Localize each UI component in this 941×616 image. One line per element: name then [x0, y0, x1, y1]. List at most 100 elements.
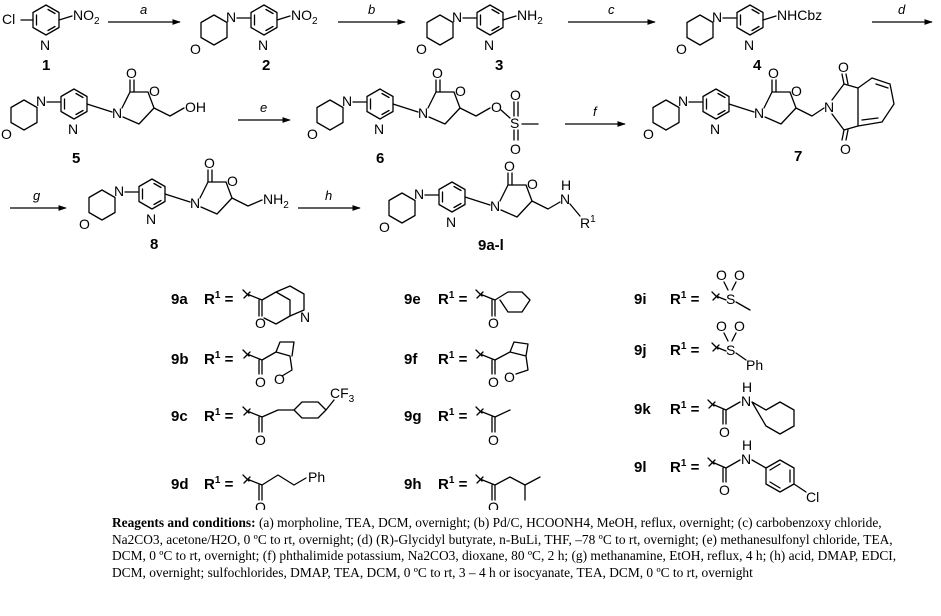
substituent-9b: 9b R1 = O O	[171, 341, 295, 390]
sulfur-label: S	[726, 342, 735, 358]
amine-label: NH2	[517, 7, 543, 27]
r1-equals-label: R1 =	[204, 407, 234, 425]
amide-h-label: H	[561, 177, 571, 193]
morpholine-o-label: O	[379, 219, 390, 235]
carbonyl-o-label: O	[204, 155, 215, 171]
nitro-label: NO2	[291, 7, 318, 27]
amide-n-label: N	[560, 191, 570, 207]
amine-label: NH2	[263, 191, 289, 211]
compound-7-number: 7	[794, 148, 802, 165]
substituent-9f: 9f R1 = O O	[404, 341, 529, 390]
compound-5-number: 5	[72, 150, 80, 167]
urea-h-label: H	[742, 379, 752, 395]
carbonyl-o-label: O	[126, 65, 137, 81]
substituent-9c: 9c R1 = O CF3	[171, 385, 355, 448]
substituent-code: 9b	[171, 351, 189, 368]
r1-equals-label: R1 =	[204, 350, 234, 368]
morpholine-n-label: N	[712, 9, 722, 25]
carbonyl-o-label: O	[768, 65, 779, 81]
ring-o-label: O	[455, 83, 466, 99]
substituent-code: 9a	[171, 291, 188, 308]
compound-1-structure: Cl N NO2	[2, 4, 100, 53]
compound-3-structure: O N N NH2	[416, 4, 543, 57]
sulfur-label: S	[726, 291, 735, 307]
substituent-9e: 9e R1 = O	[404, 289, 531, 331]
r1-equals-label: R1 =	[204, 290, 234, 308]
compound-3-number: 3	[495, 57, 503, 74]
pyridine-n-label: N	[300, 309, 310, 325]
r1-label: R1	[580, 214, 596, 231]
urea-n-label: N	[741, 451, 751, 467]
step-f-label: f	[593, 104, 598, 119]
phenyl-label: Ph	[308, 469, 325, 485]
substituent-code: 9l	[634, 459, 647, 476]
compound-1-number: 1	[42, 57, 50, 74]
sulfonyl-o-label: O	[716, 267, 727, 283]
compound-8-number: 8	[150, 236, 158, 253]
pyridine-n-label: N	[446, 214, 456, 230]
conditions-text: (a) morpholine, TEA, DCM, overnight; (b)…	[112, 515, 897, 580]
pyridine-n-label: N	[68, 121, 78, 137]
ring-o-label: O	[791, 83, 802, 99]
oxazolidinone-n-label: N	[418, 105, 428, 121]
chlorine-label: Cl	[806, 489, 819, 505]
thf-o-label: O	[504, 369, 515, 385]
oxazolidinone-n-label: N	[190, 195, 200, 211]
substituent-code: 9h	[404, 476, 422, 493]
r1-equals-label: R1 =	[670, 458, 700, 476]
carbonyl-o-label: O	[255, 315, 266, 331]
step-c-label: c	[608, 2, 615, 17]
ring-o-label: O	[227, 173, 238, 189]
pyridine-n-label: N	[484, 37, 494, 53]
sulfonyl-o-label: O	[716, 318, 727, 334]
substituent-9j: 9j R1 = S O O Ph	[634, 318, 763, 373]
substituent-code: 9i	[634, 291, 647, 308]
carbonyl-o-label: O	[432, 65, 443, 81]
furan-o-label: O	[274, 371, 285, 387]
substituent-code: 9j	[634, 342, 647, 359]
compound-4-number: 4	[753, 57, 762, 74]
step-e-label: e	[260, 100, 267, 115]
cf3-label: CF3	[330, 385, 355, 405]
compound-6-number: 6	[376, 150, 384, 167]
phthalimide-n-label: N	[824, 99, 834, 115]
carbonyl-o-label: O	[719, 482, 730, 498]
r1-equals-label: R1 =	[670, 290, 700, 308]
morpholine-n-label: N	[414, 186, 424, 202]
compound-2-structure: O N N NO2	[190, 4, 318, 57]
compound-6-structure: O N N N O O O S O O	[307, 65, 539, 157]
morpholine-o-label: O	[416, 41, 427, 57]
r1-equals-label: R1 =	[438, 290, 468, 308]
morpholine-n-label: N	[226, 9, 236, 25]
carbonyl-o-label: O	[719, 424, 730, 440]
substituent-code: 9g	[404, 408, 422, 425]
imide-o-label: O	[840, 141, 851, 157]
morpholine-o-label: O	[676, 41, 687, 57]
substituent-9k: 9k R1 = O N H	[634, 379, 795, 440]
hydroxyl-label: OH	[185, 99, 206, 115]
urea-h-label: H	[742, 437, 752, 453]
compound-7-structure: O N N N O O N O O	[643, 59, 895, 157]
carbonyl-o-label: O	[488, 315, 499, 331]
step-b-label: b	[368, 2, 375, 17]
nitro-label: NO2	[73, 7, 100, 27]
r1-equals-label: R1 =	[670, 341, 700, 359]
pyridine-n-label: N	[744, 37, 754, 53]
substituent-9i: 9i R1 = S O O	[634, 267, 751, 311]
substituent-code: 9c	[171, 408, 188, 425]
oxazolidinone-n-label: N	[490, 198, 500, 214]
ester-o-label: O	[491, 99, 502, 115]
morpholine-o-label: O	[190, 41, 201, 57]
ring-o-label: O	[527, 176, 538, 192]
substituent-code: 9e	[404, 291, 421, 308]
morpholine-o-label: O	[643, 126, 654, 142]
substituent-code: 9k	[634, 401, 651, 418]
nhcbz-label: NHCbz	[777, 7, 822, 23]
compound-2-number: 2	[262, 57, 270, 74]
pyridine-n-label: N	[258, 37, 268, 53]
morpholine-n-label: N	[678, 93, 688, 109]
sulfonyl-o-label: O	[510, 87, 521, 103]
reagents-and-conditions: Reagents and conditions: (a) morpholine,…	[112, 515, 912, 581]
oxazolidinone-n-label: N	[754, 105, 764, 121]
carbonyl-o-label: O	[255, 374, 266, 390]
